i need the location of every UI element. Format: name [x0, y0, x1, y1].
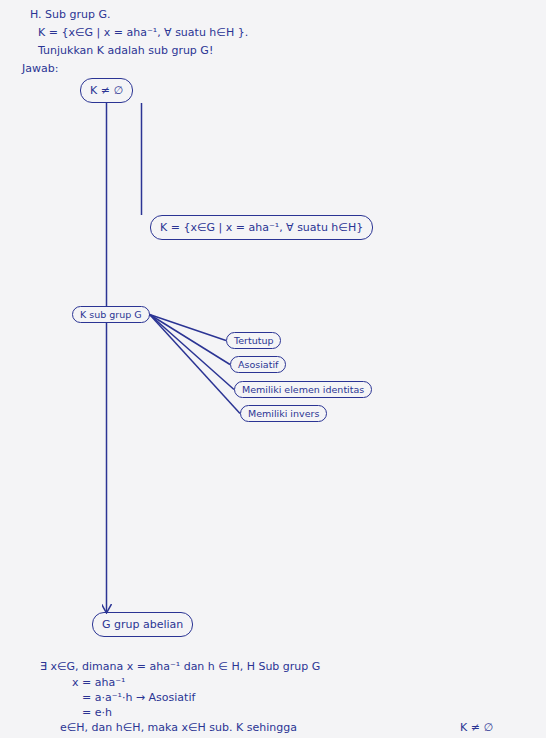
proof-text: e∈H, dan h∈H, maka x∈H sub. K sehingga	[60, 721, 297, 734]
box-text: K ≠ ∅	[90, 84, 123, 97]
property-box: Memiliki invers	[240, 405, 327, 422]
box-text: Memiliki invers	[248, 408, 319, 419]
proof-text: x = aha⁻¹	[72, 676, 125, 689]
connector	[150, 315, 240, 414]
connector	[106, 323, 108, 612]
box-text: K = {x∈G | x = aha⁻¹, ∀ suatu h∈H}	[160, 221, 363, 234]
property-box: Tertutup	[226, 332, 281, 349]
proof-text: = a·a⁻¹·h → Asosiatif	[82, 691, 195, 704]
box-text: Memiliki elemen identitas	[242, 384, 364, 395]
connector	[150, 315, 234, 390]
definition-box: K = {x∈G | x = aha⁻¹, ∀ suatu h∈H}	[150, 215, 373, 240]
box-text: Tertutup	[234, 335, 273, 346]
proof-text: ∃ x∈G, dimana x = aha⁻¹ dan h ∈ H, H Sub…	[40, 660, 320, 673]
problem-text: H. Sub grup G.	[30, 8, 110, 21]
connector	[150, 315, 230, 365]
property-box: Memiliki elemen identitas	[234, 381, 372, 398]
box-text: G grup abelian	[102, 618, 183, 631]
answer-heading: Jawab:	[22, 62, 58, 75]
box-text: K sub grup G	[80, 309, 142, 320]
problem-text: Tunjukkan K adalah sub grup G!	[38, 44, 213, 57]
proof-text: = e·h	[82, 706, 112, 719]
proof-text: K ≠ ∅	[460, 721, 493, 734]
problem-text: K = {x∈G | x = aha⁻¹, ∀ suatu h∈H }.	[38, 26, 248, 39]
goal-box: K sub grup G	[72, 306, 150, 323]
result-box: G grup abelian	[92, 612, 193, 637]
start-box: K ≠ ∅	[80, 78, 133, 103]
connector	[106, 103, 108, 306]
property-box: Asosiatif	[230, 356, 286, 373]
box-text: Asosiatif	[238, 359, 278, 370]
connector	[141, 103, 143, 215]
